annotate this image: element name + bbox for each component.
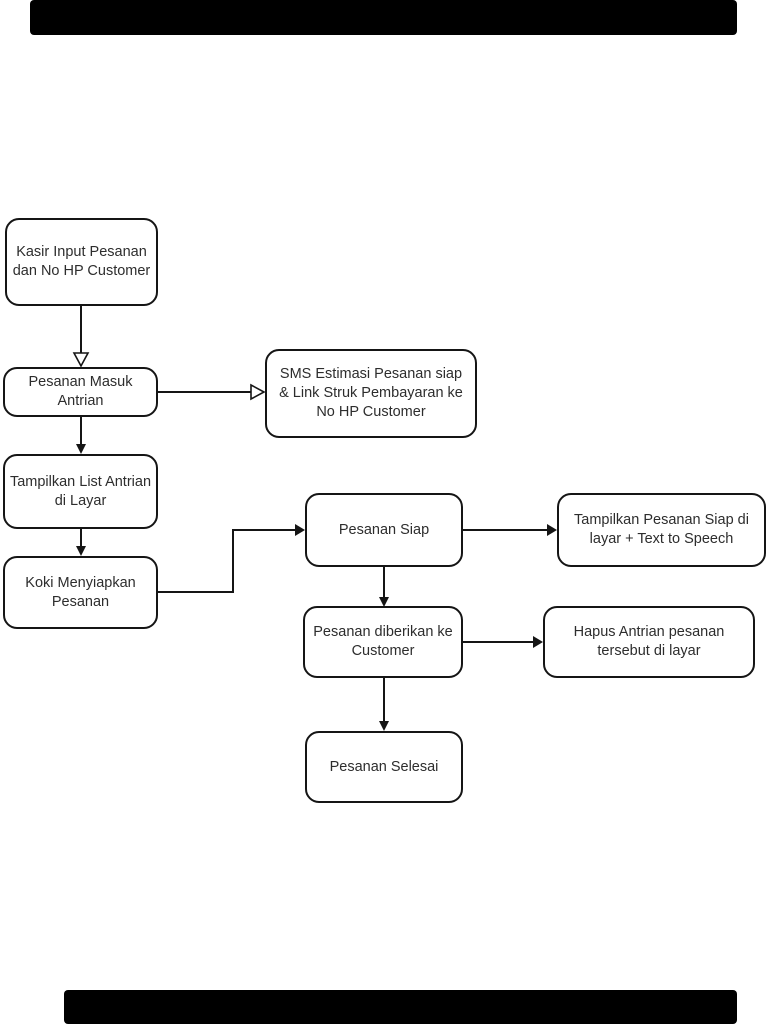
arrowhead-diberikan-to-hapus [533, 636, 543, 648]
arrowhead-masuk-to-list [76, 444, 86, 454]
node-koki-menyiapkan: Koki Menyiapkan Pesanan [3, 556, 158, 629]
node-pesanan-siap: Pesanan Siap [305, 493, 463, 567]
connector-koki-to-siap [158, 529, 296, 593]
node-pesanan-masuk-antrian: Pesanan Masuk Antrian [3, 367, 158, 417]
node-tampilkan-pesanan-siap: Tampilkan Pesanan Siap di layar + Text t… [557, 493, 766, 567]
node-hapus-antrian: Hapus Antrian pesanan tersebut di layar [543, 606, 755, 678]
node-kasir-input-pesanan: Kasir Input Pesanan dan No HP Customer [5, 218, 158, 306]
arrowhead-list-to-koki [76, 546, 86, 556]
node-sms-estimasi: SMS Estimasi Pesanan siap & Link Struk P… [265, 349, 477, 438]
arrowhead-koki-to-siap [295, 524, 305, 536]
bottom-letterbox-bar [64, 990, 737, 1024]
node-tampilkan-list-antrian: Tampilkan List Antrian di Layar [3, 454, 158, 529]
arrowhead-diberikan-to-selesai [379, 721, 389, 731]
arrowhead-siap-to-tampilkan [547, 524, 557, 536]
arrowhead-open-kasir-to-masuk [72, 352, 90, 368]
top-letterbox-bar [30, 0, 737, 35]
node-pesanan-diberikan: Pesanan diberikan ke Customer [303, 606, 463, 678]
node-pesanan-selesai: Pesanan Selesai [305, 731, 463, 803]
arrowhead-open-masuk-to-sms [250, 383, 266, 401]
